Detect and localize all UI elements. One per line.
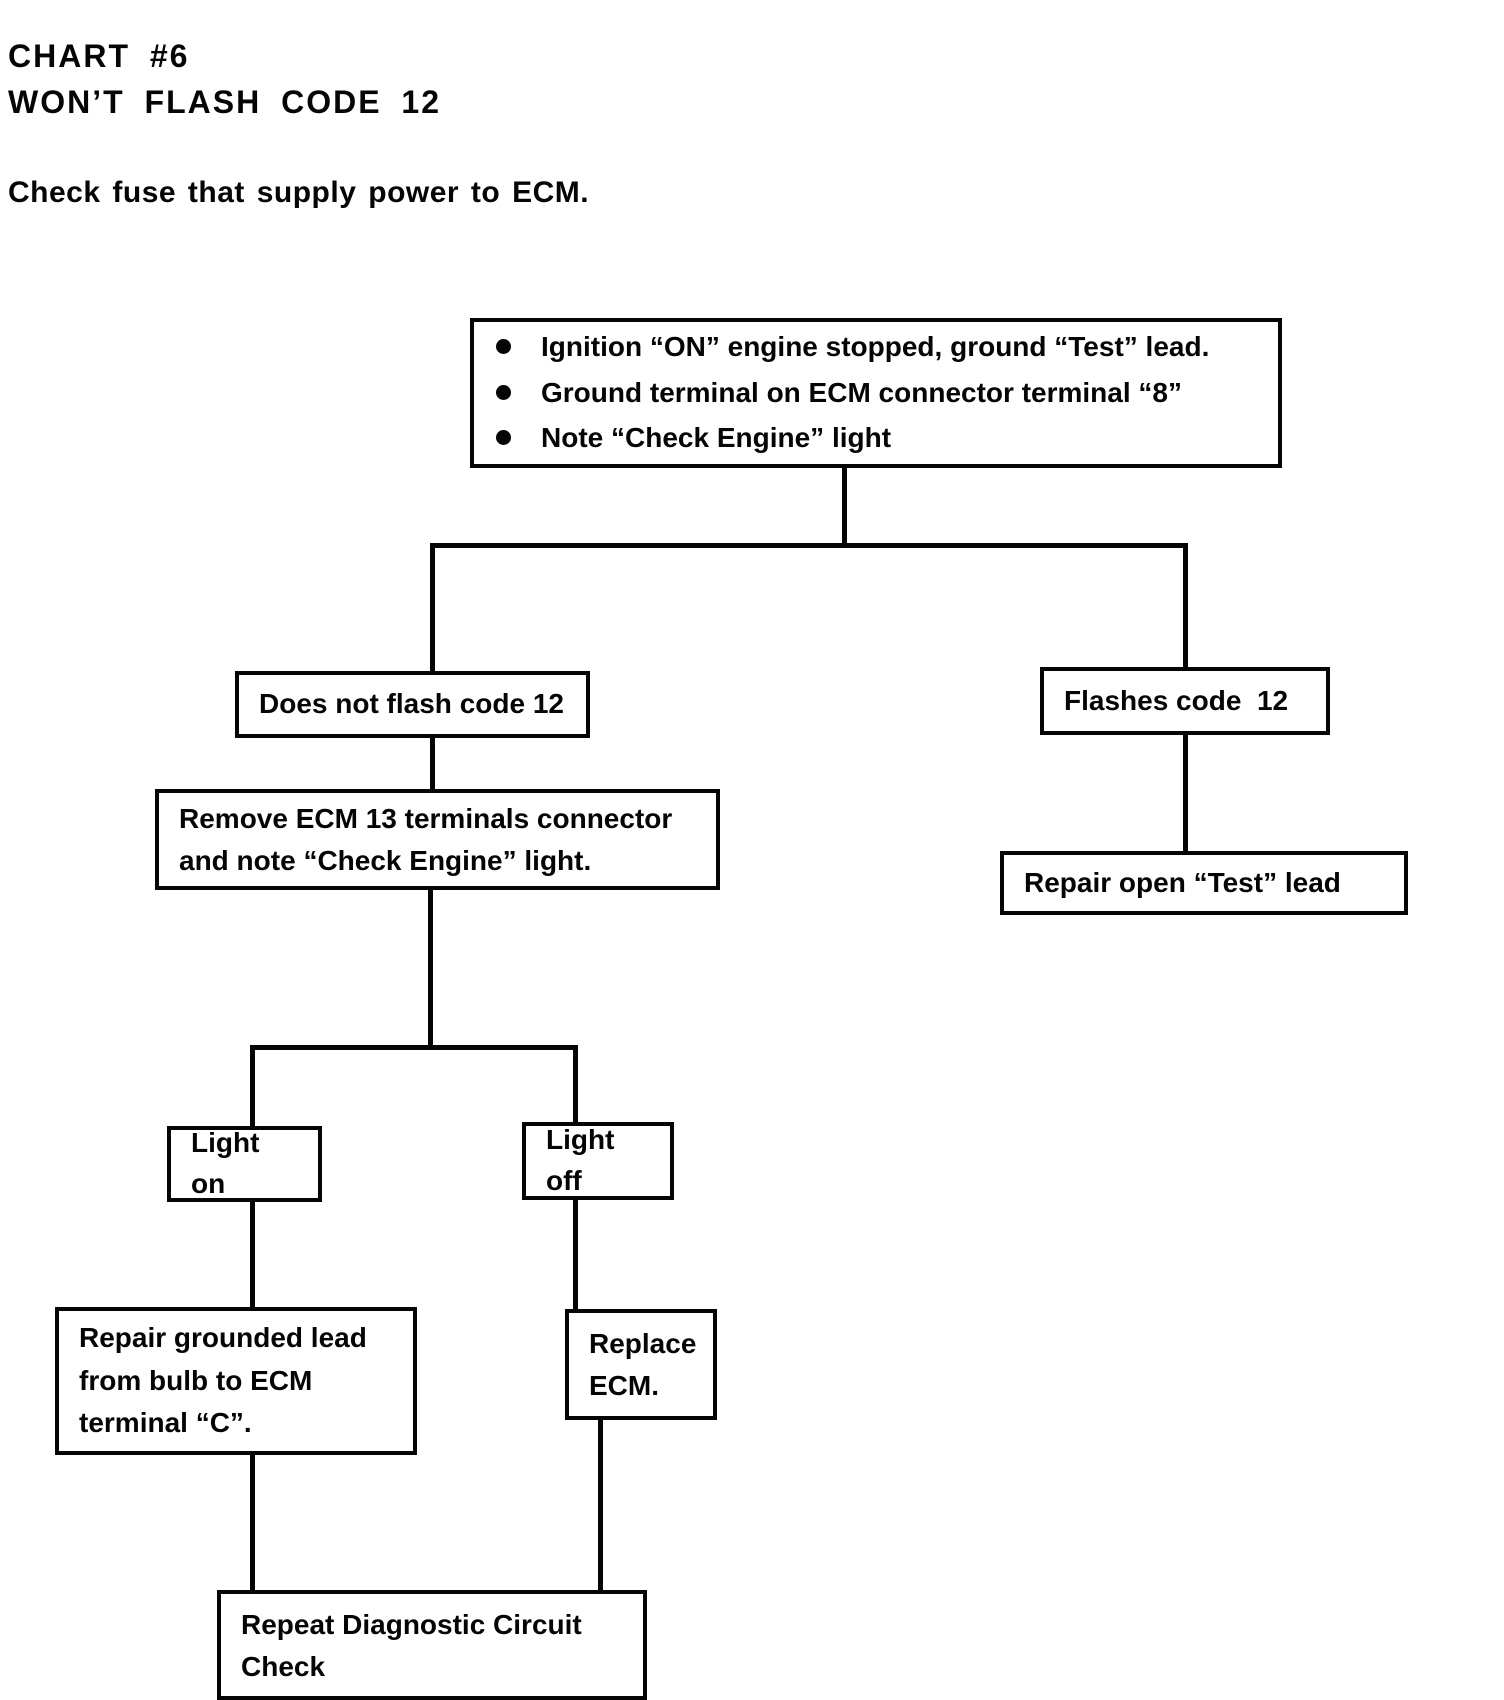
connector-split-horizontal	[250, 1045, 578, 1050]
flow-node-repair-test-lead: Repair open “Test” lead	[1000, 851, 1408, 915]
connector-branch-horizontal	[430, 543, 1188, 548]
flow-node-light-on: Light on	[167, 1126, 322, 1202]
flow-node-repeat-check: Repeat Diagnostic Circuit Check	[217, 1590, 647, 1700]
connector-right-branch-down	[1183, 543, 1188, 669]
flow-node-repair-grounded: Repair grounded lead from bulb to ECM te…	[55, 1307, 417, 1455]
connector-noflash-to-remove	[430, 736, 435, 789]
connector-start-down	[842, 466, 847, 546]
bullet-text: Ignition “ON” engine stopped, ground “Te…	[541, 331, 1210, 363]
chart-subtitle: Check fuse that supply power to ECM.	[8, 176, 590, 209]
chart-title-line2: WON’T FLASH CODE 12	[8, 84, 442, 120]
flow-node-replace-ecm: Replace ECM.	[565, 1309, 717, 1420]
bullet-icon	[496, 430, 511, 446]
bullet-row: Note “Check Engine” light	[490, 418, 1262, 459]
connector-left-branch-down	[430, 543, 435, 671]
start-bullet-list: Ignition “ON” engine stopped, ground “Te…	[490, 327, 1262, 459]
flow-node-start: Ignition “ON” engine stopped, ground “Te…	[470, 318, 1282, 468]
bullet-row: Ground terminal on ECM connector termina…	[490, 373, 1262, 414]
connector-to-light-on	[250, 1045, 255, 1126]
bullet-icon	[496, 339, 511, 355]
chart-title-line1: CHART #6	[8, 38, 190, 74]
bullet-text: Note “Check Engine” light	[541, 422, 892, 454]
flow-node-flashes: Flashes code 12	[1040, 667, 1330, 735]
bullet-icon	[496, 384, 511, 400]
connector-repair-to-repeat	[250, 1453, 255, 1590]
bullet-row: Ignition “ON” engine stopped, ground “Te…	[490, 327, 1262, 368]
connector-to-light-off	[573, 1045, 578, 1122]
connector-flashes-to-repair	[1183, 733, 1188, 851]
flow-node-remove-ecm: Remove ECM 13 terminals connector and no…	[155, 789, 720, 890]
connector-replace-to-repeat	[598, 1418, 603, 1590]
bullet-text: Ground terminal on ECM connector termina…	[541, 376, 1182, 408]
flow-node-light-off: Light off	[522, 1122, 674, 1200]
connector-lighton-down	[250, 1200, 255, 1307]
connector-remove-down	[428, 888, 433, 1047]
connector-lightoff-down	[573, 1198, 578, 1309]
flow-node-does-not-flash: Does not flash code 12	[235, 671, 590, 738]
